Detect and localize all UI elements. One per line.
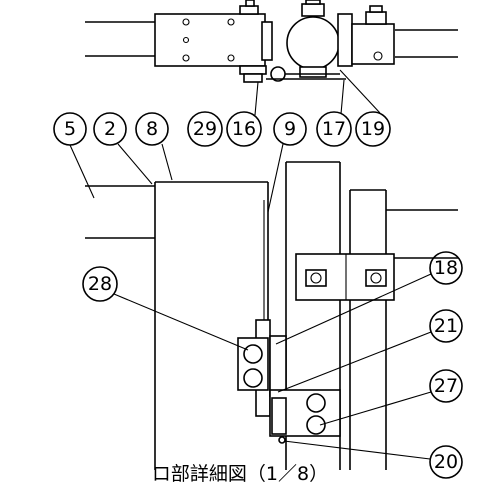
top-clamp: [266, 0, 353, 82]
side-leader-lines: [113, 273, 432, 460]
drawing-caption: ロ部詳細図（1／8）: [152, 463, 328, 485]
callout-29: 29: [187, 111, 223, 147]
top-rail-lines: [85, 21, 458, 58]
svg-text:29: 29: [193, 118, 217, 140]
callout-2: 2: [93, 112, 127, 146]
svg-text:20: 20: [434, 451, 458, 473]
callout-18: 18: [429, 251, 463, 285]
svg-text:28: 28: [88, 273, 112, 295]
svg-text:16: 16: [232, 118, 256, 140]
callout-21: 21: [429, 309, 463, 343]
svg-text:17: 17: [322, 118, 346, 140]
svg-text:5: 5: [64, 118, 76, 140]
callout-16: 16: [226, 111, 262, 147]
top-leader-lines: [69, 69, 381, 213]
callout-19: 19: [355, 111, 391, 147]
middle-bracket: [295, 253, 395, 301]
callout-8: 8: [135, 112, 169, 146]
hinge-assembly: [237, 319, 341, 444]
svg-text:8: 8: [146, 118, 158, 140]
svg-text:27: 27: [434, 375, 458, 397]
callout-9: 9: [273, 112, 307, 146]
callout-20: 20: [429, 445, 463, 479]
svg-text:9: 9: [284, 118, 296, 140]
svg-text:18: 18: [434, 257, 458, 279]
top-right-block: [351, 5, 395, 65]
svg-text:21: 21: [434, 315, 458, 337]
svg-text:2: 2: [104, 118, 116, 140]
callout-28: 28: [82, 266, 118, 302]
callout-5: 5: [53, 112, 87, 146]
svg-text:19: 19: [361, 118, 385, 140]
callout-27: 27: [429, 369, 463, 403]
top-bracket-box: [154, 0, 273, 83]
callout-17: 17: [316, 111, 352, 147]
